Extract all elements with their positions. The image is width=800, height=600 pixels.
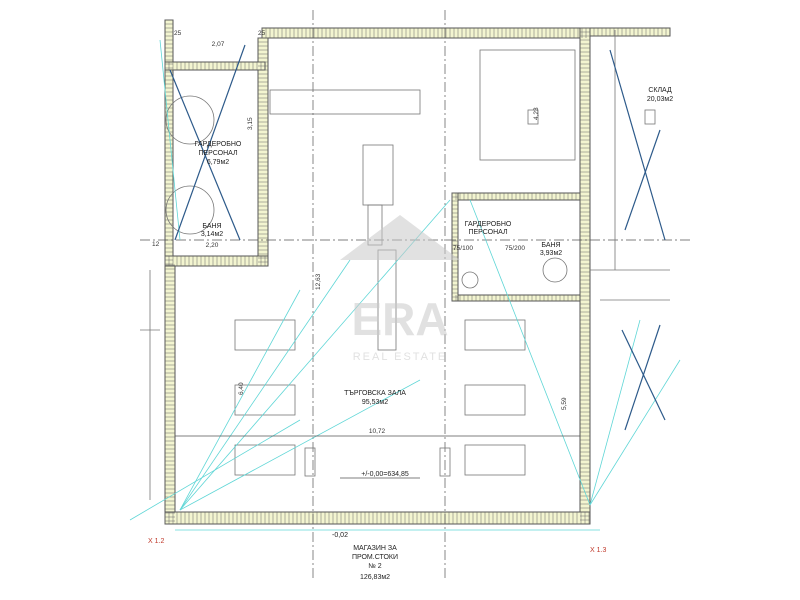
wall-thickness: 12 (152, 241, 160, 248)
wall-inner-left (257, 37, 269, 267)
dimension: 4,23 (533, 107, 540, 120)
door-mark: 75/200 (505, 245, 525, 252)
dimension: 12,63 (315, 273, 322, 290)
dimension: 5,59 (561, 397, 568, 410)
unit-area: 126,83м2 (360, 574, 390, 581)
wall-thickness: 25 (258, 30, 266, 37)
room-area: 20,03м2 (647, 96, 673, 103)
wall-thickness: 25 (174, 30, 182, 37)
dimension: 6,40 (238, 382, 245, 395)
room-name: ПЕРСОНАЛ (198, 150, 238, 157)
room-name: ГАРДЕРОБНО (195, 141, 242, 148)
room-name: СКЛАД (648, 87, 672, 94)
dimension: 10,72 (369, 428, 386, 435)
room-name: ПЕРСОНАЛ (468, 229, 508, 236)
wall-room-divider (164, 61, 266, 71)
dimension: 2,20 (206, 242, 219, 249)
wall-right (579, 27, 591, 524)
room-name: БАНЯ (541, 242, 560, 249)
room-area: 3,93м2 (540, 250, 562, 257)
wall-left (164, 264, 176, 524)
level-mark: -0,02 (332, 532, 348, 539)
dimension: 3,15 (247, 117, 254, 130)
watermark-brand: ERA (351, 293, 448, 345)
wall-bath-bottom (164, 255, 269, 267)
level-mark: +/-0,00=634,85 (361, 471, 409, 478)
demolition-x-marks (169, 44, 666, 431)
unit-name: ПРОМ.СТОКИ (352, 554, 398, 561)
room-name: ТЪРГОВСКА ЗАЛА (344, 390, 406, 397)
axis-label: X 1.2 (148, 538, 164, 545)
installation-lines (129, 39, 681, 531)
dimension: 2,07 (212, 41, 225, 48)
axis-label: X 1.3 (590, 547, 606, 554)
door-mark: 75/100 (453, 245, 473, 252)
watermark-tagline: REAL ESTATE (353, 351, 448, 363)
room-name: ГАРДЕРОБНО (465, 221, 512, 228)
room-area: 3,14м2 (201, 231, 223, 238)
room-area: 95,53м2 (362, 399, 388, 406)
unit-number: № 2 (368, 563, 381, 570)
wall-hatching (164, 19, 667, 524)
room-name: БАНЯ (202, 223, 221, 230)
unit-name: МАГАЗИН ЗА (353, 545, 397, 552)
room-area: 6,79м2 (207, 159, 229, 166)
era-watermark: ERA REAL ESTATE (340, 215, 460, 363)
